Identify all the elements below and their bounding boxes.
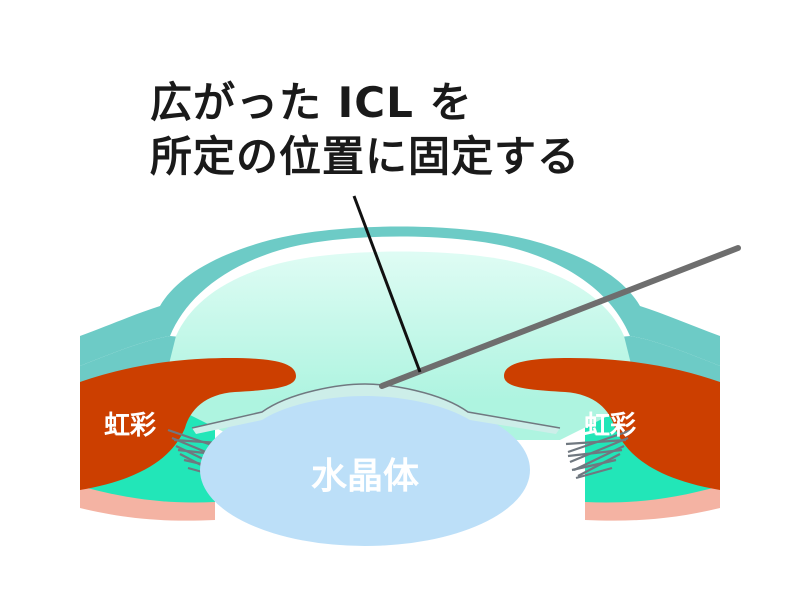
iris-left bbox=[80, 358, 296, 490]
caption-line-1: 広がった ICL を bbox=[150, 78, 473, 127]
zonule-fibers-right bbox=[565, 428, 633, 480]
caption-line-2: 所定の位置に固定する bbox=[150, 132, 581, 181]
pointer-line bbox=[352, 195, 422, 373]
iris-right bbox=[504, 358, 720, 490]
crystalline-lens bbox=[200, 394, 530, 546]
lens-label: 水晶体 bbox=[311, 456, 419, 497]
icl-implant bbox=[192, 384, 560, 434]
iris-label-right: 虹彩 bbox=[584, 411, 636, 441]
iris-label-left: 虹彩 bbox=[104, 411, 156, 441]
icl-implant-outline bbox=[191, 383, 561, 429]
cornea-outer bbox=[80, 226, 720, 366]
surgical-instrument bbox=[379, 245, 741, 389]
